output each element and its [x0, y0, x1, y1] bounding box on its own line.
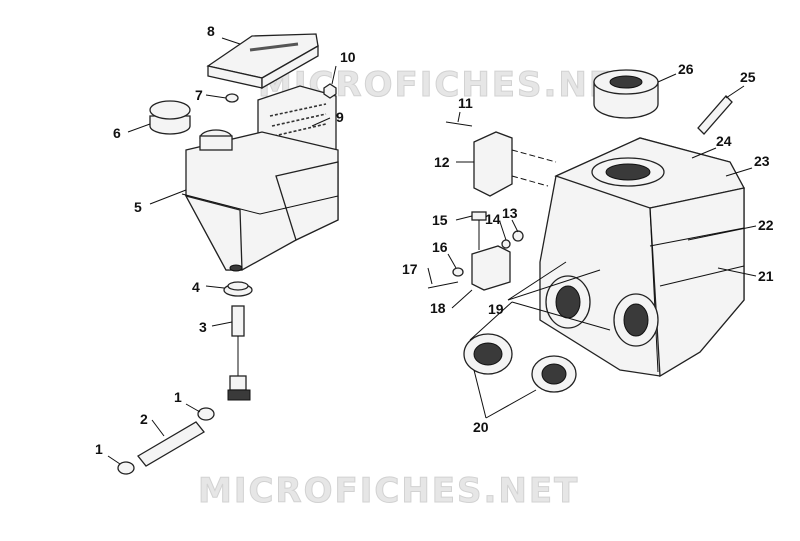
- callout-10: 9: [336, 109, 344, 125]
- bracket-12: [473, 131, 557, 197]
- callout-26: 26: [678, 61, 694, 77]
- fastener-25: [697, 95, 733, 135]
- oil-filter-3: [227, 305, 251, 401]
- grommet-4: [223, 281, 253, 297]
- foam-ring-26: [593, 69, 659, 119]
- callout-5: 5: [134, 199, 142, 215]
- tank-cap: [149, 100, 191, 135]
- gasket-20-b: [531, 355, 577, 393]
- callout-19: 19: [488, 301, 504, 317]
- callout-7: 7: [195, 87, 203, 103]
- callout-13: 13: [502, 205, 518, 221]
- callout-8: 8: [207, 23, 215, 39]
- callout-12: 12: [434, 154, 450, 170]
- screw-7: [225, 93, 239, 103]
- callout-24: 24: [716, 133, 732, 149]
- callout-6: 6: [113, 125, 121, 141]
- hose-2: [137, 421, 205, 467]
- callout-labels: 8 10 7 9 6 5 4 3 1 2 1 11 12 15 14 13 16…: [95, 23, 774, 457]
- clamp-1-b: [117, 461, 135, 475]
- clamp-1-a: [197, 407, 215, 421]
- callout-16: 16: [432, 239, 448, 255]
- air-box: [539, 137, 745, 378]
- callout-1-lower: 1: [95, 441, 103, 457]
- callout-14: 14: [485, 211, 501, 227]
- callout-23: 23: [754, 153, 770, 169]
- callout-2: 2: [140, 411, 148, 427]
- callout-15: 15: [432, 212, 448, 228]
- watermark-bottom: MICROFICHES.NET: [198, 471, 579, 511]
- callout-17: 17: [402, 261, 418, 277]
- gasket-20-a: [463, 333, 513, 375]
- callout-4: 4: [192, 279, 200, 295]
- oil-tank: [181, 129, 339, 272]
- callout-3: 3: [199, 319, 207, 335]
- callout-9: 10: [340, 49, 356, 65]
- callout-20: 20: [473, 419, 489, 435]
- tank-cover: [206, 33, 319, 90]
- callout-11: 11: [458, 95, 473, 111]
- callout-1-upper: 1: [174, 389, 182, 405]
- nut-9: [323, 83, 337, 99]
- leader-lines: [107, 37, 757, 465]
- sensor-assembly: [427, 211, 524, 291]
- callout-18: 18: [430, 300, 446, 316]
- bolt-11: [445, 121, 473, 127]
- callout-25: 25: [740, 69, 756, 85]
- callout-21: 21: [758, 268, 774, 284]
- callout-22: 22: [758, 217, 774, 233]
